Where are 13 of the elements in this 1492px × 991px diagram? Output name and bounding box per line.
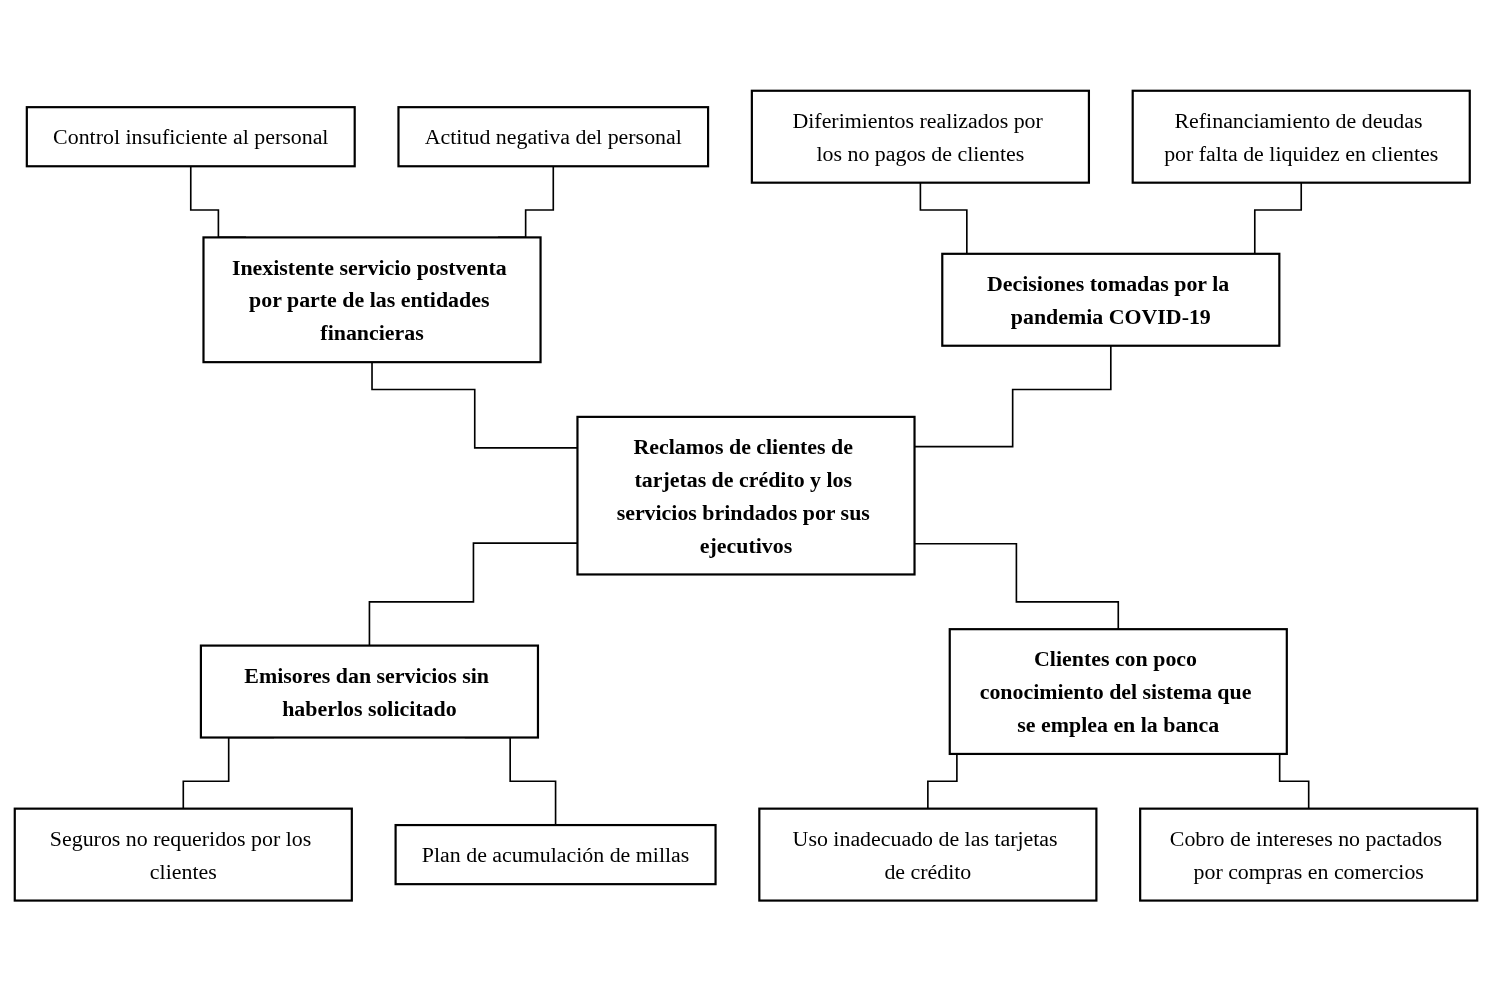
node-box: Plan de acumulación de millas	[394, 823, 717, 886]
node-box: Inexistente servicio postventa por parte de las entidades financieras	[202, 236, 542, 364]
node-box: Actitud negativa del personal	[397, 105, 710, 168]
node-box: Diferimientos realizados por los no pagos de clientes	[750, 89, 1090, 184]
node-box: Cobro de intereses no pactados por compras en comercios	[1139, 807, 1479, 902]
node-box: Emisores dan servicios sin haberlos solicitado	[199, 644, 540, 739]
node-box: Refinanciamiento de deudas por falta de liquidez en clientes	[1131, 89, 1471, 184]
node-box: Reclamos de clientes de tarjetas de crédito y los servicios brindados por sus ejecutivos	[576, 415, 916, 576]
node-box: Uso inadecuado de las tarjetas de crédito	[758, 807, 1098, 902]
node-box: Decisiones tomadas por la pandemia COVID-19	[941, 252, 1281, 347]
node-box: Control insuficiente al personal	[25, 105, 356, 168]
node-box: Seguros no requeridos por los clientes	[13, 807, 353, 902]
node-box: Clientes con poco conocimiento del sistema que se emplea en la banca	[948, 627, 1288, 755]
